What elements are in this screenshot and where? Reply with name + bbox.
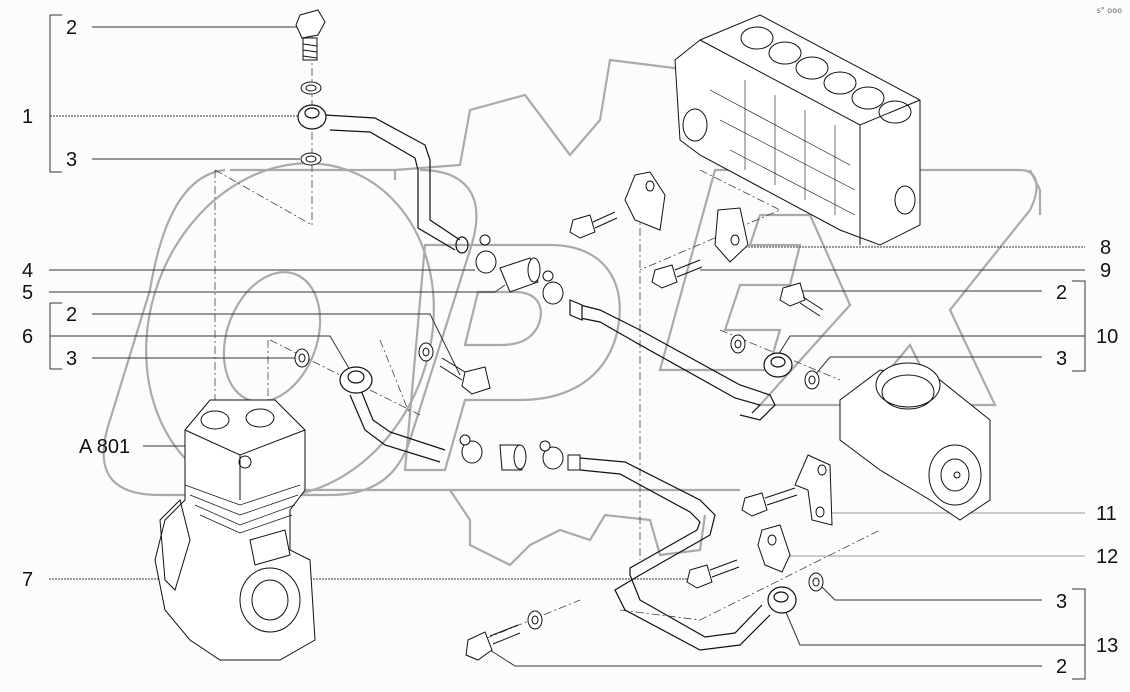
pipe-lower [579, 457, 797, 651]
callout-5: 5 [22, 282, 34, 304]
bracket-1 [49, 14, 62, 173]
watermark-gear-bottom [449, 489, 707, 567]
callout-2-top: 2 [66, 17, 78, 39]
engine-block [674, 14, 921, 246]
callout-12: 12 [1096, 546, 1119, 568]
leader-13 [784, 609, 1085, 646]
pipe-middle [339, 366, 446, 463]
callout-2-mid: 2 [66, 304, 78, 326]
callout-8: 8 [1100, 237, 1112, 259]
callout-3-bottom: 3 [1056, 591, 1068, 613]
callout-4: 4 [22, 260, 34, 282]
fasteners [294, 171, 833, 661]
leader-6 [50, 335, 351, 371]
leader-lines [49, 14, 1086, 680]
callout-3-right: 3 [1056, 348, 1068, 370]
callout-1: 1 [22, 106, 34, 128]
leader-3-bottom [819, 584, 1042, 601]
bracket-10 [1072, 280, 1086, 372]
throttle-body [839, 362, 991, 521]
corner-mark: s° ooo [1096, 6, 1122, 15]
leader-2-bottom [489, 649, 1042, 667]
banjo-bolt-top [295, 9, 326, 166]
air-compressor [154, 399, 316, 661]
watermark-letter-p-inner [463, 290, 542, 347]
leader-3-right [814, 356, 1042, 376]
watermark-letter-o-inner [222, 271, 322, 403]
callout-13: 13 [1096, 635, 1119, 657]
callout-2-right: 2 [1056, 282, 1068, 304]
leader-5-tip [494, 284, 506, 293]
callout-3-mid: 3 [66, 348, 78, 370]
hose-clamps-lower [459, 434, 581, 471]
leader-2-mid [92, 313, 461, 376]
callout-7: 7 [22, 569, 34, 591]
callout-9: 9 [1100, 260, 1112, 282]
pipe-upper [297, 104, 469, 254]
bracket-13 [1072, 588, 1086, 680]
pipe-right [569, 299, 793, 421]
callout-a801: A 801 [79, 436, 131, 458]
callout-3-top: 3 [66, 149, 78, 171]
callout-11: 11 [1096, 503, 1117, 525]
leader-10 [774, 335, 1085, 361]
hose-clamps-upper [475, 234, 564, 305]
watermark-letter-p [403, 243, 621, 472]
callout-6: 6 [22, 326, 34, 348]
callout-2-bottom: 2 [1056, 656, 1068, 678]
watermark-band [250, 169, 1042, 492]
watermark-letter-o [102, 168, 478, 497]
callout-10: 10 [1096, 326, 1119, 348]
